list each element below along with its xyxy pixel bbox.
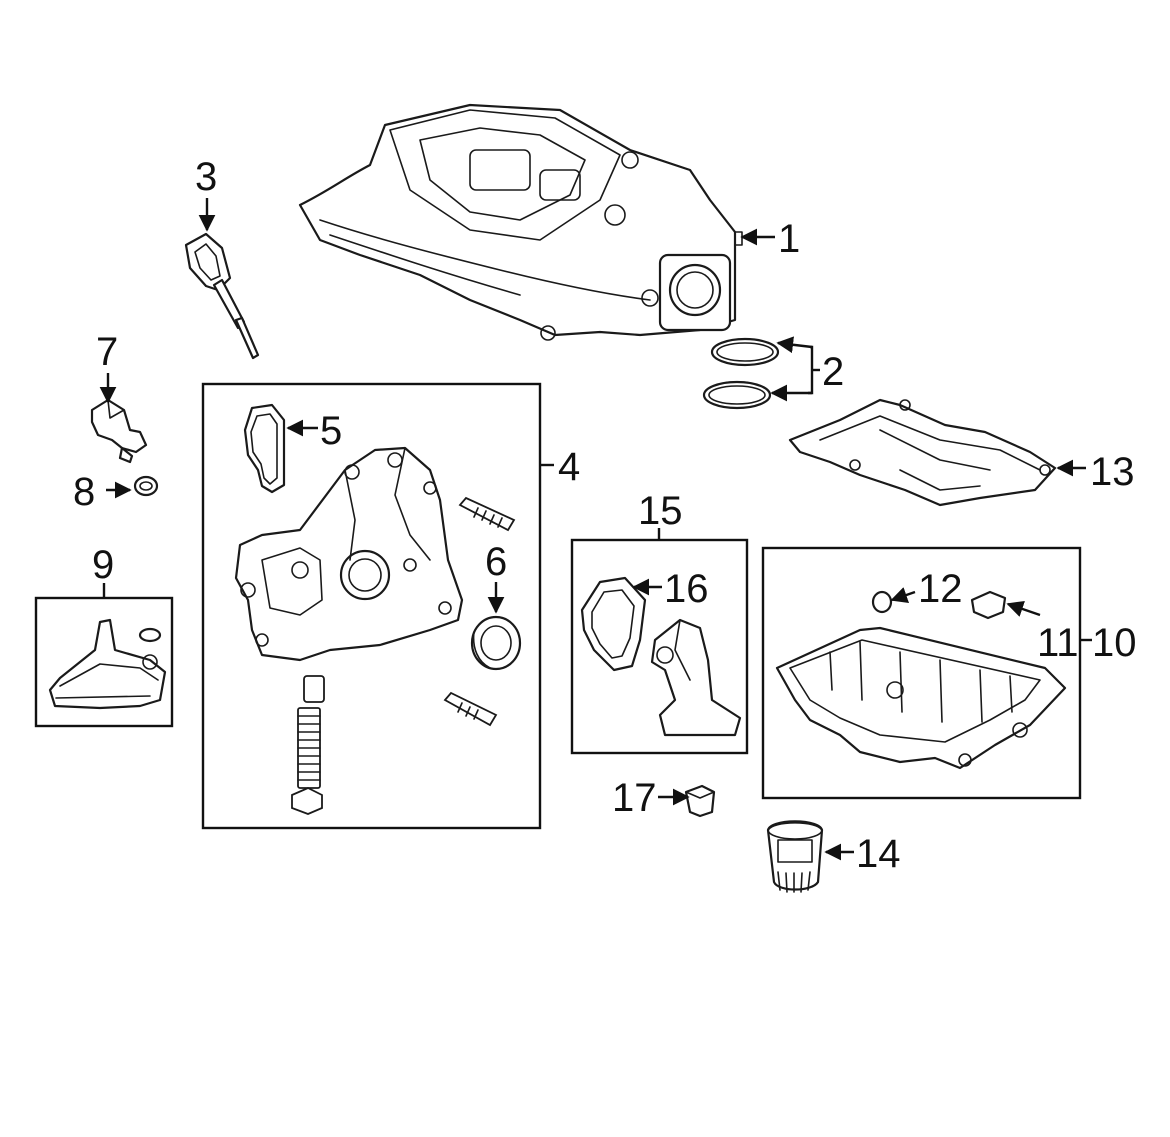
intake-manifold xyxy=(298,103,743,341)
callout-4: 4 xyxy=(558,445,580,489)
oil-pan-frame xyxy=(761,546,1082,800)
callout-15: 15 xyxy=(638,489,683,533)
gasket-rings xyxy=(702,337,780,410)
oil-pan-box xyxy=(761,546,1082,800)
oil-pump-box xyxy=(201,382,542,830)
callout-labels: 1 2 3 4 5 6 7 8 9 10 11 12 13 14 15 16 1… xyxy=(73,155,1137,876)
callout-16: 16 xyxy=(664,567,709,611)
callout-5: 5 xyxy=(320,409,342,453)
callout-8: 8 xyxy=(73,470,95,514)
oil-strainer-box xyxy=(34,596,174,728)
callout-1: 1 xyxy=(778,217,800,261)
oil-seal xyxy=(470,615,522,671)
callout-12: 12 xyxy=(918,567,963,611)
oil-dipstick xyxy=(184,232,260,360)
callout-13: 13 xyxy=(1090,450,1135,494)
oil-filter xyxy=(766,820,824,893)
callout-2: 2 xyxy=(822,350,844,394)
callout-17: 17 xyxy=(612,776,657,820)
callout-11: 11 xyxy=(1037,621,1079,665)
callout-leaders xyxy=(99,198,1092,861)
bypass-fitting xyxy=(684,784,716,818)
oil-pump-group-frame xyxy=(201,382,542,830)
callout-14: 14 xyxy=(856,832,901,876)
water-outlet-box xyxy=(570,538,749,755)
callout-10: 10 xyxy=(1092,621,1137,665)
callout-3: 3 xyxy=(195,155,217,199)
sensor-washer xyxy=(133,475,159,497)
oil-pressure-sensor xyxy=(90,398,148,464)
callout-9: 9 xyxy=(92,543,114,587)
callout-7: 7 xyxy=(96,330,118,374)
baffle-plate xyxy=(788,398,1057,507)
callout-6: 6 xyxy=(485,540,507,584)
